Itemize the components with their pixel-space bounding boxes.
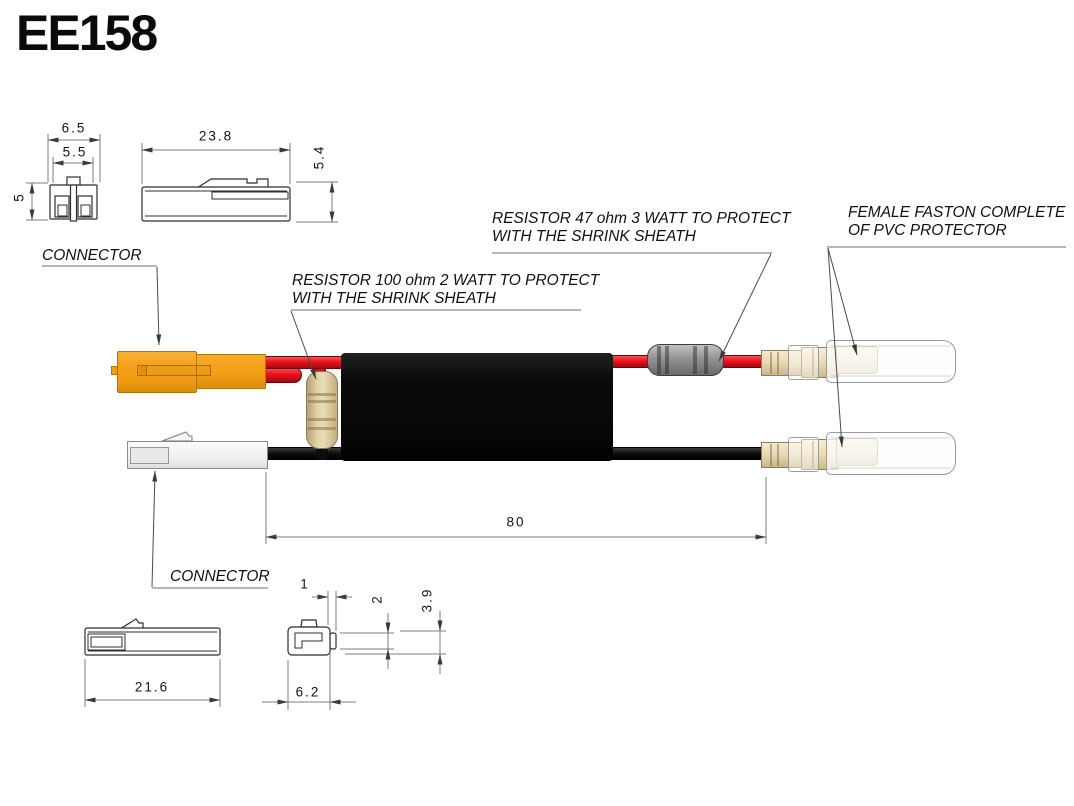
resistor-47ohm bbox=[647, 344, 724, 376]
resistor-band bbox=[665, 346, 669, 374]
faston-label: FEMALE FASTON COMPLETE OF PVC PROTECTOR bbox=[848, 204, 1065, 240]
shrink-tube-body bbox=[341, 353, 613, 461]
dim-connector2-side-length: 21.6 bbox=[134, 679, 170, 695]
dim-faston-front-height: 3.9 bbox=[419, 587, 435, 613]
crimp-ridge bbox=[777, 352, 779, 374]
faston-crimp-bottom bbox=[761, 442, 803, 468]
resistor-band bbox=[308, 418, 336, 421]
orange-connector-body bbox=[117, 351, 197, 393]
orange-connector-extension bbox=[196, 354, 266, 389]
dim-faston-tab-thickness: 1 bbox=[300, 576, 310, 592]
resistor-47-label-line2: WITH THE SHRINK SHEATH bbox=[492, 228, 696, 245]
sleeve-shade bbox=[831, 467, 951, 469]
resistor-band bbox=[308, 427, 336, 430]
resistor-100-label: RESISTOR 100 ohm 2 WATT TO PROTECT WITH … bbox=[292, 272, 599, 308]
orange-connector-slot-divider bbox=[139, 366, 147, 375]
connector-front-view-drawing bbox=[49, 176, 98, 222]
resistor-band bbox=[308, 400, 336, 403]
resistor-band bbox=[693, 346, 697, 374]
resistor-100ohm bbox=[306, 371, 338, 449]
white-connector-latch bbox=[161, 431, 193, 442]
crimp-ridge bbox=[812, 441, 814, 468]
connector-label-top: CONNECTOR bbox=[42, 247, 142, 264]
sleeve-collar-bottom bbox=[788, 437, 819, 472]
dim-connector-side-length: 23.8 bbox=[198, 128, 234, 144]
white-connector-slot bbox=[130, 447, 169, 464]
black-wire-right bbox=[611, 447, 764, 460]
faston-label-line2: OF PVC PROTECTOR bbox=[848, 222, 1007, 239]
crimp-ridge bbox=[812, 349, 814, 376]
pvc-sleeve-bottom bbox=[826, 432, 956, 475]
red-wire-left bbox=[263, 356, 345, 369]
crimp-ridge bbox=[770, 352, 772, 374]
crimp-ridge bbox=[777, 444, 779, 466]
connector2-side-view-drawing bbox=[84, 618, 221, 656]
crimp-ridge bbox=[770, 444, 772, 466]
dim-connector-front-outer-width: 6.5 bbox=[61, 120, 87, 136]
resistor-47-label-line1: RESISTOR 47 ohm 3 WATT TO PROTECT bbox=[492, 210, 791, 227]
faston-front-view-drawing bbox=[287, 619, 337, 656]
orange-connector-notch bbox=[111, 366, 118, 375]
sleeve-collar-top bbox=[788, 345, 819, 380]
dim-connector-front-inner-width: 5.5 bbox=[62, 144, 88, 160]
resistor-band bbox=[308, 393, 336, 396]
connector-side-view-drawing bbox=[141, 178, 291, 222]
red-wire-bend bbox=[264, 367, 302, 383]
dim-assembly-length: 80 bbox=[506, 514, 526, 530]
resistor-47-label: RESISTOR 47 ohm 3 WATT TO PROTECT WITH T… bbox=[492, 210, 791, 246]
page-title: EE158 bbox=[16, 5, 158, 61]
dim-connector-front-height: 5 bbox=[11, 192, 27, 202]
dim-faston-front-width: 6.2 bbox=[295, 684, 321, 700]
faston-label-line1: FEMALE FASTON COMPLETE bbox=[848, 204, 1066, 221]
black-wire-left bbox=[263, 447, 345, 460]
resistor-band bbox=[704, 346, 708, 374]
orange-connector-slot bbox=[137, 365, 211, 376]
connector-label-bottom: CONNECTOR bbox=[170, 568, 270, 585]
sleeve-shade bbox=[831, 345, 951, 347]
sleeve-shade bbox=[831, 375, 951, 377]
sleeve-shade bbox=[831, 437, 951, 439]
resistor-band bbox=[657, 346, 661, 374]
resistor-100-label-line2: WITH THE SHRINK SHEATH bbox=[292, 290, 496, 307]
dim-connector-side-height: 5.4 bbox=[311, 144, 327, 170]
pvc-sleeve-top bbox=[826, 340, 956, 383]
resistor-100-label-line1: RESISTOR 100 ohm 2 WATT TO PROTECT bbox=[292, 272, 600, 289]
dim-faston-tab-height: 2 bbox=[369, 594, 385, 604]
